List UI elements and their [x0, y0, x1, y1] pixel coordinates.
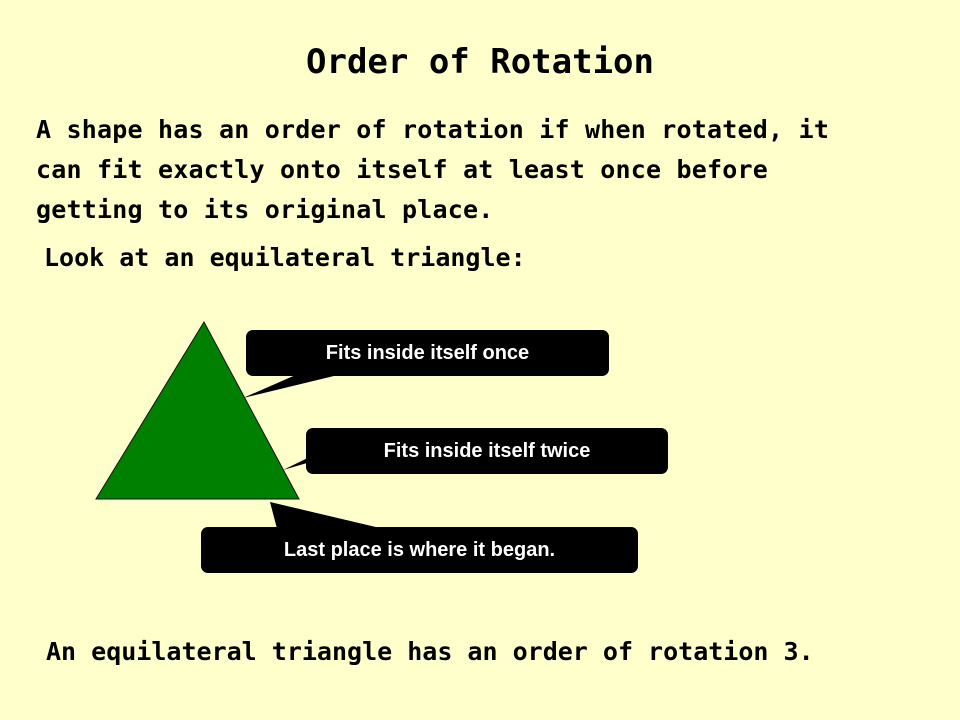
prompt-text: Look at an equilateral triangle: — [44, 243, 526, 272]
equilateral-triangle — [95, 320, 300, 500]
callout-fits-twice: Fits inside itself twice — [306, 428, 668, 474]
definition-line-3: getting to its original place. — [36, 195, 494, 224]
page-title: Order of Rotation — [306, 42, 654, 82]
definition-text: A shape has an order of rotation if when… — [36, 110, 936, 230]
conclusion-text: An equilateral triangle has an order of … — [46, 637, 814, 666]
definition-line-1: A shape has an order of rotation if when… — [36, 115, 830, 144]
callout-fits-once: Fits inside itself once — [246, 330, 609, 376]
definition-line-2: can fit exactly onto itself at least onc… — [36, 155, 769, 184]
callout-last-place: Last place is where it began. — [201, 527, 638, 573]
